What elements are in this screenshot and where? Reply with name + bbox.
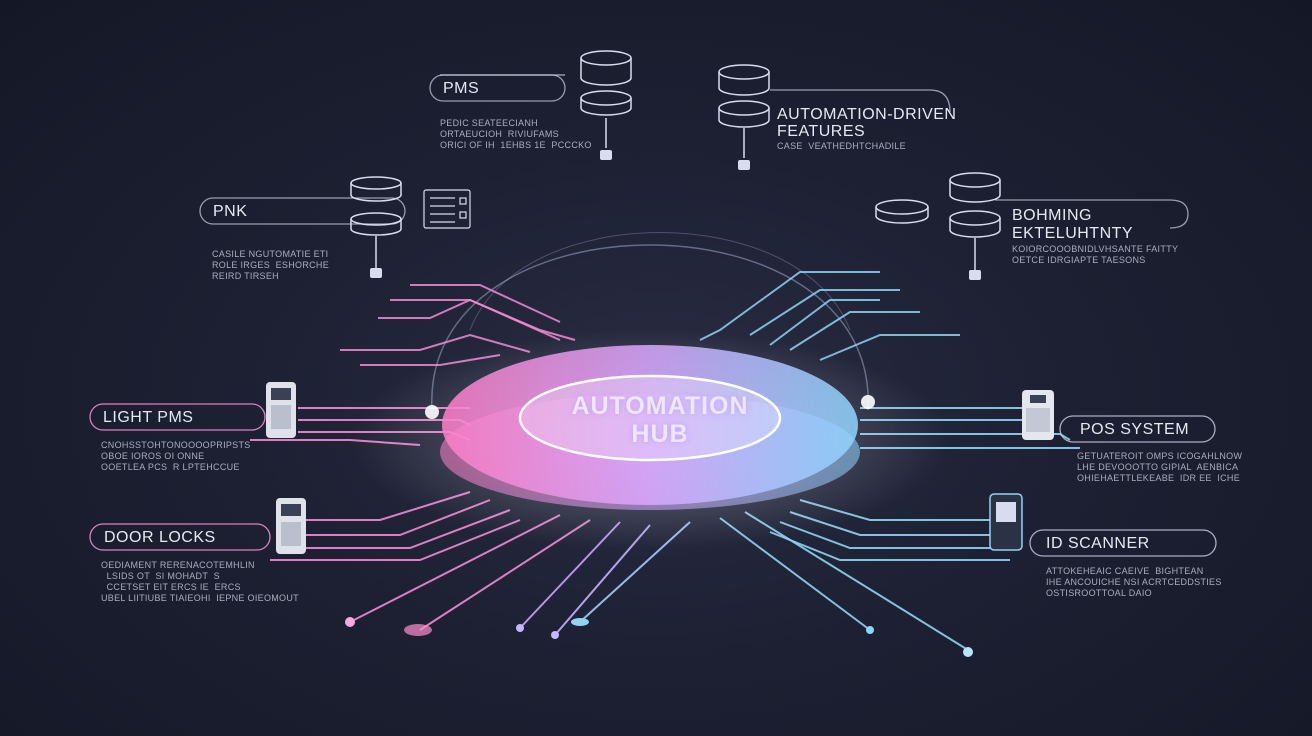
door-locks-desc-4: UBEL LIITIUBE TIAIEOHI IEPNE OIEOMOUT — [101, 593, 299, 603]
label-pills — [89, 74, 1217, 557]
automation-hub-title: AUTOMATION HUB — [520, 392, 800, 448]
automation-features-label-line1: AUTOMATION-DRIVEN — [777, 106, 957, 123]
booking-label-line1: BOHMING — [1012, 207, 1092, 224]
pos-system-desc-3: OHIEHAETTLEKEABE IDR EE ICHE — [1077, 473, 1241, 483]
pos-system-label: POS SYSTEM — [1080, 421, 1190, 438]
id-scanner-label: ID SCANNER — [1046, 535, 1150, 552]
light-pms-label: LIGHT PMS — [103, 409, 194, 426]
pnk-desc-3: REIRD TIRSEH — [212, 271, 279, 281]
id-scanner-desc-1: ATTOKEHEAIC CAEIVE BIGHTEAN — [1046, 566, 1204, 576]
door-locks-desc-1: OEDIAMENT RERENACOTEMHLIN — [101, 560, 255, 570]
id-scanner-desc-2: IHE ANCOUICHE NSI ACRTCEDDSTIES — [1046, 577, 1222, 587]
database-icon-pms — [580, 50, 632, 148]
hub-arc-inner — [469, 232, 851, 331]
id-scanner-desc-3: OSTISROOTTOAL DAIO — [1046, 588, 1152, 598]
pnk-desc-1: CASILE NGUTOMATIE ETI — [212, 249, 329, 259]
door-lock-device-icon — [276, 498, 306, 554]
pms-desc-3: ORICI OF IH 1EHBS 1E PCCCKO — [440, 140, 592, 150]
door-locks-desc-3: CCETSET EIT ERCS IE ERCS — [101, 582, 241, 592]
booking-desc-1: KOIORCOOOBNIDLVHSANTE FAITTY — [1012, 244, 1179, 254]
booking-label-line2: EKTELUHTNTY — [1012, 225, 1134, 242]
server-panel-icon — [423, 189, 471, 229]
booking-desc-2: OETCE IDRGIAPTE TAESONS — [1012, 255, 1146, 265]
pms-desc-2: ORTAEUCIOH RIVIUFAMS — [440, 129, 559, 139]
pnk-label: PNK — [213, 203, 248, 220]
light-pms-desc-2: OBOE IOROS OI ONNE — [101, 451, 205, 461]
pos-device-icon — [1022, 390, 1054, 440]
id-scanner-device-icon — [989, 493, 1023, 551]
pms-label: PMS — [443, 80, 480, 97]
pos-system-desc-1: GETUATEROIT OMPS ICOGAHLNOW — [1077, 451, 1243, 461]
bottom-nodes — [345, 617, 973, 657]
door-locks-label: DOOR LOCKS — [104, 529, 216, 546]
automation-features-desc: CASE VEATHEDHTCHADILE — [777, 141, 906, 151]
hub-arc — [431, 244, 869, 411]
pms-desc-1: PEDIC SEATEECIANH — [440, 118, 538, 128]
database-icon-pnk — [350, 176, 402, 268]
light-pms-desc-3: OOETLEA PCS R LPTEHCCUE — [101, 462, 240, 472]
database-icon-booking — [875, 172, 1001, 270]
hub-inner-ring — [518, 374, 782, 462]
light-pms-device-icon — [266, 382, 296, 438]
automation-features-label-line2: FEATURES — [777, 123, 866, 140]
door-locks-desc-2: LSIDS OT SI MOHADT S — [101, 571, 220, 581]
hub-title-line1: AUTOMATION — [571, 392, 749, 420]
hub-title-line2: HUB — [631, 420, 689, 448]
database-icon-automation — [718, 64, 770, 158]
pos-system-desc-2: LHE DEVOOOTTO GIPIAL AENBICA — [1077, 462, 1239, 472]
hub-disc — [442, 345, 858, 505]
plug-icons — [370, 150, 981, 280]
pnk-desc-2: ROLE IRGES ESHORCHE — [212, 260, 330, 270]
light-pms-desc-1: CNOHSSTOHTONOOOOPRIPSTS — [101, 440, 251, 450]
